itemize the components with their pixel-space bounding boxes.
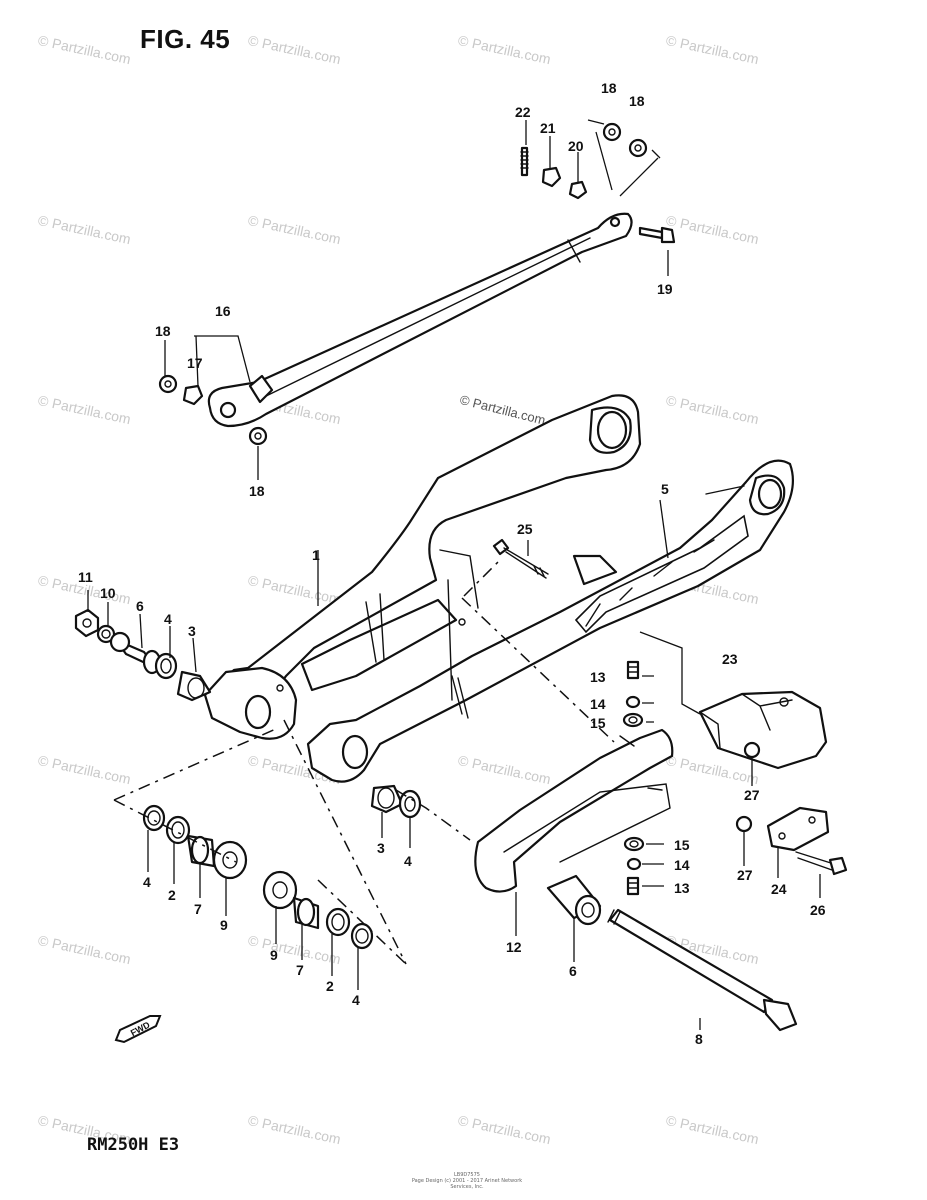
callout-8: 8 [695,1031,703,1047]
callout-10: 10 [100,585,116,601]
callout-6: 6 [136,598,144,614]
callout-27: 27 [744,787,760,803]
callout-4: 4 [143,874,151,890]
callout-27: 27 [737,867,753,883]
callout-9: 9 [270,947,278,963]
callout-24: 24 [771,881,787,897]
callout-13: 13 [674,880,690,896]
callout-25: 25 [517,521,533,537]
guide-plate [735,806,848,876]
callout-2: 2 [168,887,176,903]
callout-9: 9 [220,917,228,933]
callout-15: 15 [590,715,606,731]
left-pivot-hardware [74,608,212,702]
right-pivot-bearings [370,784,422,819]
callout-2: 2 [326,978,334,994]
swingarm-body [203,394,795,783]
callout-13: 13 [590,669,606,685]
callout-14: 14 [590,696,606,712]
callout-18: 18 [155,323,171,339]
assembly-dash-lines [113,559,615,965]
footer-code: LB9D7575 [454,1172,480,1178]
callout-4: 4 [164,611,172,627]
callout-15: 15 [674,837,690,853]
callout-6: 6 [569,963,577,979]
footer-copyright: Page Design (c) 2001 - 2017 Arinet Netwo… [411,1178,523,1190]
bolt-25 [492,538,549,579]
callout-19: 19 [657,281,673,297]
figure-title: FIG. 45 [140,24,231,54]
callout-14: 14 [674,857,690,873]
callout-12: 12 [506,939,522,955]
chain-slider [474,728,674,893]
collar-6 [546,874,602,926]
lower-middle-seals [262,870,374,950]
top-hardware [158,122,676,446]
callout-18: 18 [629,93,645,109]
callout-7: 7 [194,901,202,917]
callout-18: 18 [249,483,265,499]
pivot-axle [607,908,798,1032]
leader-lines [87,119,821,1030]
callout-21: 21 [540,120,556,136]
chain-guide-rod [207,212,633,428]
callout-1: 1 [312,547,320,563]
callout-labels: 22 21 20 18 18 19 16 18 17 18 1 5 25 11 … [78,80,826,1047]
callout-23: 23 [722,651,738,667]
callout-11: 11 [78,569,93,585]
page-footer: LB9D7575 Page Design (c) 2001 - 2017 Ari… [402,1172,532,1190]
callout-5: 5 [661,481,669,497]
callout-4: 4 [352,992,360,1008]
callout-26: 26 [810,902,826,918]
callout-18: 18 [601,80,617,96]
callout-16: 16 [215,303,231,319]
chain-guide-bracket [698,690,828,770]
right-side-fasteners [622,660,645,896]
forward-arrow-icon: FWD [112,1012,164,1051]
model-code: RM250H E3 [87,1135,180,1155]
callout-20: 20 [568,138,584,154]
callout-3: 3 [377,840,385,856]
callout-22: 22 [515,104,531,120]
callout-3: 3 [188,623,196,639]
lower-left-seals [142,804,248,880]
callout-4: 4 [404,853,412,869]
callout-17: 17 [187,355,203,371]
callout-7: 7 [296,962,304,978]
